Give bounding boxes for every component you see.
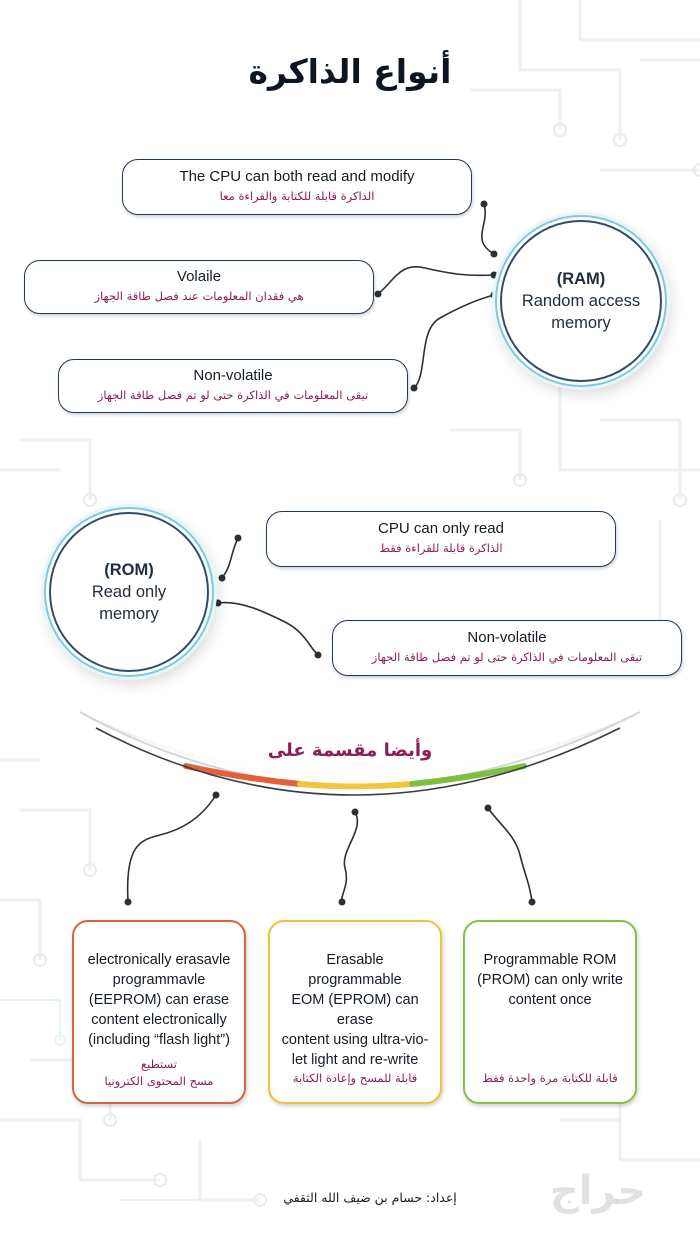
ram-abbr: (RAM) (556, 270, 606, 288)
rom-name-line1: Read only (91, 583, 167, 601)
rom-name-line2: memory (99, 605, 159, 623)
eprom-card: Erasable programmable EOM (EPROM) can er… (268, 920, 442, 1104)
ram-name-line2: memory (551, 314, 611, 332)
card-en-line: Erasable programmable (308, 952, 402, 988)
ram-feature-en: The CPU can both read and modify (179, 168, 415, 185)
prom-card: Programmable ROM (PROM) can only write c… (463, 920, 637, 1104)
rom-circle: (ROM) Read only memory (55, 518, 203, 666)
card-en-line: programmavle (112, 972, 206, 988)
rom-feature-read-only: CPU can only read الذاكرة قابلة للقراءة … (266, 511, 616, 567)
card-en-line: (including “flash light”) (88, 1032, 230, 1048)
rom-feature-en: CPU can only read (378, 520, 504, 537)
author-credit: إعداد: حسام بن ضيف الله الثقفي (283, 1190, 457, 1205)
subdivision-arc (79, 711, 641, 796)
rom-feature-ar: تبقى المعلومات في الذاكرة حتى لو تم فصل … (371, 650, 643, 664)
card-en-line: electronically erasavle (87, 952, 231, 968)
card-en-line: content electronically (91, 1012, 227, 1028)
card-en-line: content using ultra-vio- (281, 1032, 429, 1048)
card-ar-line: تستطيع (141, 1057, 177, 1071)
ram-feature-en: Non-volatile (193, 367, 273, 384)
ram-feature-ar: هي فقدان المعلومات عند فصل طاقة الجهاز (94, 289, 304, 303)
card-ar-line: مسح المحتوى الكترونيا (104, 1074, 214, 1088)
ram-feature-volatile: Volaile هي فقدان المعلومات عند فصل طاقة … (24, 260, 374, 314)
card-ar-line: قابلة للمسح وإعادة الكتابة (292, 1071, 418, 1085)
card-en-line: Programmable ROM (483, 952, 617, 968)
card-en-line: content once (508, 992, 592, 1008)
eeprom-card: electronically erasavle programmavle (EE… (72, 920, 246, 1104)
ram-name-line1: Random access (521, 292, 641, 310)
card-en-line: (PROM) can only write (477, 972, 623, 988)
ram-feature-non-volatile: Non-volatile تبقى المعلومات في الذاكرة ح… (58, 359, 408, 413)
ram-feature-en: Volaile (176, 268, 222, 285)
ram-feature-ar: الذاكرة قابلة للكتابة والقراءة معا (219, 189, 375, 203)
card-en-line: (EEPROM) can erase (88, 992, 230, 1008)
rom-feature-non-volatile: Non-volatile تبقى المعلومات في الذاكرة ح… (332, 620, 682, 676)
ram-feature-read-modify: The CPU can both read and modify الذاكرة… (122, 159, 472, 215)
subdivision-title: وأيضا مقسمة على (267, 740, 433, 761)
arc-segment-green (409, 763, 527, 787)
rom-feature-ar: الذاكرة قابلة للقراءة فقط (379, 541, 503, 555)
rom-feature-en: Non-volatile (467, 629, 547, 646)
card-ar-line: قابلة للكتابة مرة واحدة فقط (482, 1071, 618, 1085)
ram-feature-ar: تبقى المعلومات في الذاكرة حتى لو تم فصل … (97, 388, 369, 402)
card-en-line: let light and re-write (291, 1052, 419, 1068)
arc-segment-orange (183, 763, 303, 787)
ram-circle: (RAM) Random access memory (506, 226, 656, 376)
arc-segment-yellow (297, 781, 415, 790)
card-en-line: EOM (EPROM) can erase (291, 992, 419, 1028)
page-title: أنواع الذاكرة (248, 52, 452, 91)
watermark-logo: حراج (549, 1168, 647, 1214)
rom-abbr: (ROM) (104, 561, 154, 579)
